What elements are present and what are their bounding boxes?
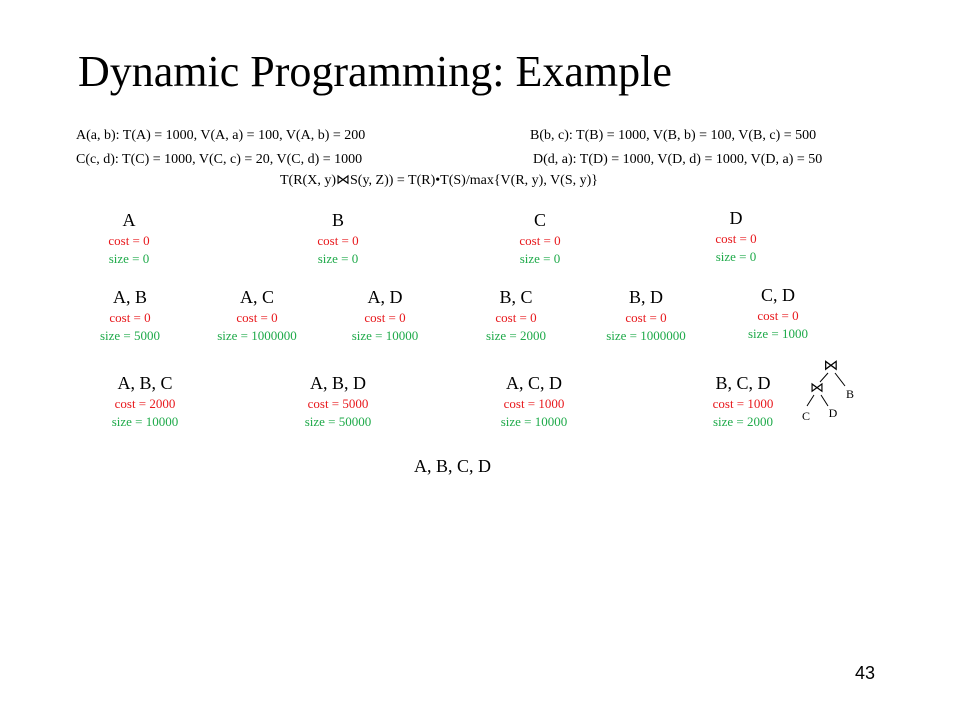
tree-edge — [819, 372, 829, 383]
subset-size: size = 10000 — [111, 414, 179, 429]
subset-cost: cost = 1000 — [712, 396, 774, 411]
subset-label: A — [122, 210, 136, 230]
subset-label: A, C — [239, 287, 274, 307]
relation-c-stats: C(c, d): T(C) = 1000, V(C, c) = 20, V(C,… — [76, 152, 363, 167]
subset-cost: cost = 0 — [317, 233, 359, 248]
subset-size: size = 10000 — [500, 414, 568, 429]
subset-node-bcd: B, C, D cost = 1000 size = 2000 — [688, 373, 798, 431]
slide-title: Dynamic Programming: Example — [78, 47, 672, 96]
formula-left: T(R(X, y) — [280, 173, 336, 188]
subset-node-cd: C, D cost = 0 size = 1000 — [728, 285, 828, 343]
subset-node-a: A cost = 0 size = 0 — [89, 210, 169, 268]
subset-node-ad: A, D cost = 0 size = 10000 — [335, 287, 435, 345]
subset-cost: cost = 1000 — [503, 396, 565, 411]
root-join-icon: ⋈ — [824, 358, 839, 374]
child-join-icon: ⋈ — [810, 380, 824, 396]
relation-b-stats: B(b, c): T(B) = 1000, V(B, b) = 100, V(B… — [530, 128, 817, 143]
subset-cost: cost = 5000 — [307, 396, 369, 411]
subset-node-bc: B, C cost = 0 size = 2000 — [466, 287, 566, 345]
join-symbol-icon: ⋈ — [336, 173, 350, 188]
relation-a-stats: A(a, b): T(A) = 1000, V(A, a) = 100, V(A… — [76, 128, 366, 143]
subset-node-b: B cost = 0 size = 0 — [298, 210, 378, 268]
subset-label: B, D — [628, 287, 663, 307]
subset-size: size = 1000000 — [606, 328, 686, 343]
subset-node-abd: A, B, D cost = 5000 size = 50000 — [283, 373, 393, 431]
subset-size: size = 1000 — [747, 326, 809, 341]
tree-edge — [820, 394, 829, 407]
subset-cost: cost = 0 — [519, 233, 561, 248]
subset-size: size = 10000 — [351, 328, 419, 343]
leaf-c-label: C — [802, 409, 810, 423]
subset-node-c: C cost = 0 size = 0 — [500, 210, 580, 268]
subset-size: size = 0 — [519, 251, 561, 266]
subset-cost: cost = 0 — [236, 310, 278, 325]
subset-node-bd: B, D cost = 0 size = 1000000 — [591, 287, 701, 345]
tree-edge — [806, 394, 815, 407]
subset-label: D — [729, 208, 743, 228]
subset-cost: cost = 0 — [757, 308, 799, 323]
subset-size: size = 2000 — [485, 328, 547, 343]
subset-cost: cost = 0 — [715, 231, 757, 246]
subset-cost: cost = 0 — [364, 310, 406, 325]
subset-size: size = 1000000 — [217, 328, 297, 343]
subset-label: C — [533, 210, 546, 230]
subset-label: A, D — [367, 287, 403, 307]
formula-right: S(y, Z)) = T(R)•T(S)/max{V(R, y), V(S, y… — [350, 173, 599, 188]
subset-label: A, B, C — [117, 373, 173, 393]
subset-node-abc: A, B, C cost = 2000 size = 10000 — [90, 373, 200, 431]
relation-d-stats: D(d, a): T(D) = 1000, V(D, d) = 1000, V(… — [533, 152, 823, 167]
subset-node-ac: A, C cost = 0 size = 1000000 — [202, 287, 312, 345]
subset-cost: cost = 2000 — [114, 396, 176, 411]
subset-label: B, C — [499, 287, 533, 307]
subset-size: size = 0 — [317, 251, 359, 266]
leaf-d-label: D — [829, 406, 838, 420]
subset-label: C, D — [760, 285, 795, 305]
subset-size: size = 0 — [108, 251, 150, 266]
subset-label: B — [331, 210, 344, 230]
subset-cost: cost = 0 — [108, 233, 150, 248]
subset-label: A, B — [112, 287, 147, 307]
subset-node-ab: A, B cost = 0 size = 5000 — [80, 287, 180, 345]
subset-node-abcd-label: A, B, C, D — [414, 456, 492, 476]
leaf-b-label: B — [846, 387, 854, 401]
page-number: 43 — [855, 663, 876, 683]
tree-edge — [834, 372, 846, 387]
plan-tree-diagram: ⋈ ⋈ B C D — [802, 358, 854, 423]
subset-label: B, C, D — [715, 373, 771, 393]
subset-cost: cost = 0 — [109, 310, 151, 325]
subset-size: size = 50000 — [304, 414, 372, 429]
subset-label: A, C, D — [505, 373, 562, 393]
subset-label: A, B, D — [309, 373, 366, 393]
subset-size: size = 2000 — [712, 414, 774, 429]
subset-node-acd: A, C, D cost = 1000 size = 10000 — [479, 373, 589, 431]
join-size-formula: T(R(X, y)⋈S(y, Z)) = T(R)•T(S)/max{V(R, … — [280, 172, 598, 189]
subset-size: size = 0 — [715, 249, 757, 264]
subset-cost: cost = 0 — [625, 310, 667, 325]
subset-cost: cost = 0 — [495, 310, 537, 325]
subset-node-d: D cost = 0 size = 0 — [696, 208, 776, 266]
subset-size: size = 5000 — [99, 328, 161, 343]
